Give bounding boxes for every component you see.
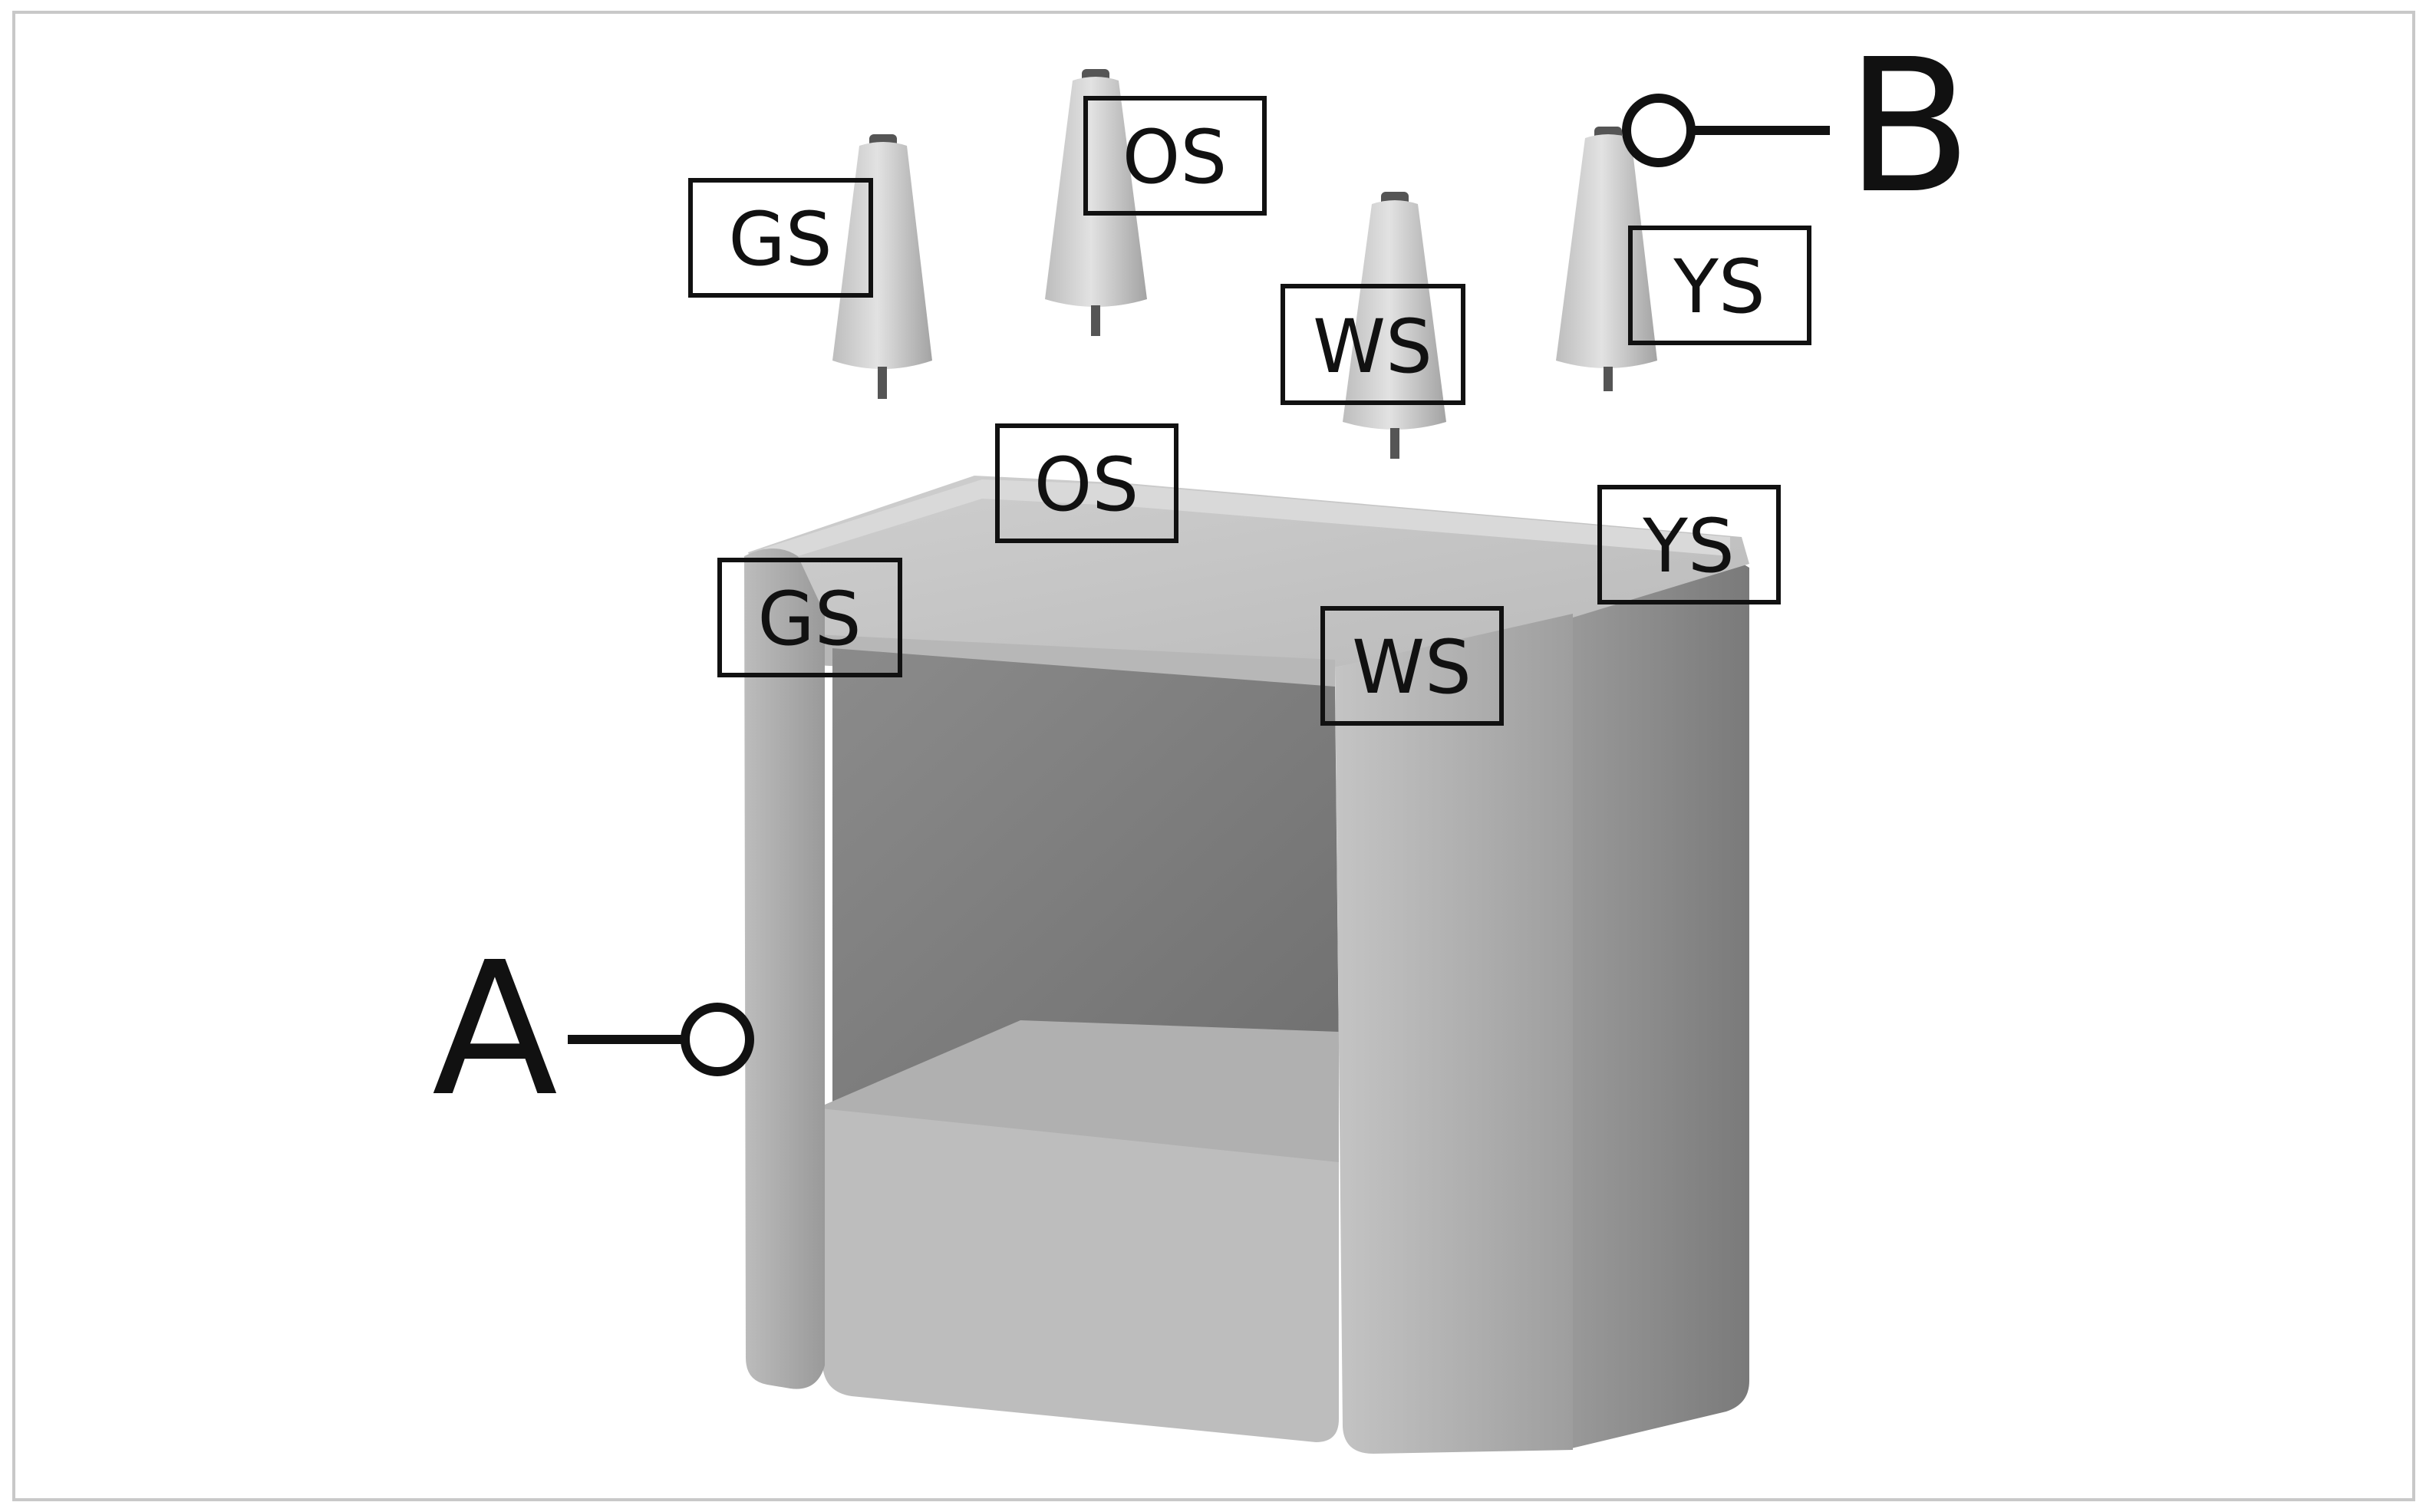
- svg-text:WS: WS: [1313, 304, 1432, 390]
- callout-b-letter: B: [1846, 19, 1973, 234]
- nightstand-body: [744, 476, 1749, 1454]
- label-hole-ws: WS: [1320, 606, 1504, 726]
- callout-b: B: [1622, 19, 1973, 234]
- drawer-front: [821, 1108, 1339, 1442]
- svg-text:WS: WS: [1352, 624, 1472, 710]
- inner-cavity: [832, 648, 1339, 1116]
- label-peg-ys: YS: [1628, 226, 1811, 345]
- svg-text:YS: YS: [1642, 503, 1735, 589]
- svg-text:OS: OS: [1034, 442, 1139, 528]
- peg-os: [1045, 69, 1147, 336]
- svg-text:GS: GS: [728, 196, 832, 282]
- top-slab-front-edge: [783, 633, 1335, 690]
- svg-text:GS: GS: [757, 576, 861, 662]
- callout-a: A: [432, 922, 754, 1137]
- label-hole-gs: GS: [717, 558, 902, 677]
- svg-text:OS: OS: [1122, 114, 1228, 200]
- label-peg-os: OS: [1083, 96, 1267, 216]
- peg-gs: [832, 134, 932, 399]
- label-peg-ws: WS: [1281, 284, 1465, 405]
- label-hole-os: OS: [995, 423, 1178, 543]
- peg-ws: [1343, 192, 1446, 459]
- label-hole-ys: YS: [1597, 485, 1781, 604]
- peg-ys: [1556, 127, 1657, 391]
- right-side-panel: [1565, 556, 1749, 1450]
- inner-shelf-floor: [825, 1020, 1339, 1166]
- svg-text:YS: YS: [1673, 244, 1765, 330]
- callout-a-marker: [681, 1003, 754, 1076]
- callout-b-marker: [1622, 94, 1696, 167]
- left-post: [744, 548, 825, 1389]
- right-front-post: [1335, 614, 1573, 1454]
- label-peg-gs: GS: [688, 178, 873, 298]
- callout-a-letter: A: [432, 922, 558, 1137]
- top-slab-lip: [763, 479, 1730, 556]
